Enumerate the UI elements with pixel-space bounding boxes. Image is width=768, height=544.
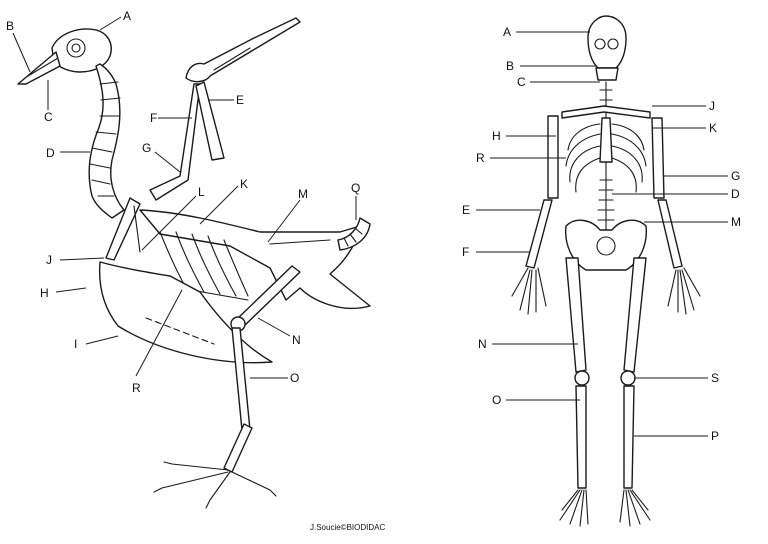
human-label-k: K (709, 121, 717, 135)
human-label-f: F (462, 245, 469, 259)
bird-label-m: M (298, 187, 308, 201)
human-label-h: H (492, 129, 501, 143)
human-skeleton (511, 15, 701, 527)
bird-label-c: C (44, 110, 53, 124)
bird-label-i: I (74, 337, 77, 351)
bird-label-k: K (240, 177, 248, 191)
human-label-e: E (462, 203, 470, 217)
bird-skeleton (17, 17, 371, 509)
human-labels: A B C D E F G H J K M N O P R S (462, 25, 741, 443)
human-label-a: A (503, 25, 511, 39)
human-label-g: G (731, 169, 740, 183)
bird-label-b: B (6, 19, 14, 33)
bird-label-h: H (40, 286, 49, 300)
human-label-d: D (731, 187, 740, 201)
bird-label-j: J (46, 253, 52, 267)
bird-label-l: L (198, 185, 205, 199)
human-label-b: B (506, 59, 514, 73)
human-label-p: P (711, 429, 719, 443)
bird-label-a: A (123, 9, 131, 23)
bird-label-g: G (142, 141, 151, 155)
bird-label-q: Q (351, 181, 360, 195)
human-label-s: S (711, 371, 719, 385)
credit-text: J.Soucie©BIODIDAC (310, 523, 385, 532)
human-label-n: N (478, 337, 487, 351)
bird-label-f: F (150, 111, 157, 125)
bird-label-e: E (236, 93, 244, 107)
bird-label-d: D (46, 146, 55, 160)
bird-label-n: N (292, 333, 301, 347)
bird-label-o: O (290, 371, 299, 385)
bird-labels: A B C D E F G H I J K L M N O Q R (6, 9, 360, 395)
bird-label-r: R (132, 381, 141, 395)
human-label-j: J (709, 99, 715, 113)
human-label-m: M (731, 215, 741, 229)
human-label-c: C (517, 75, 526, 89)
human-label-o: O (492, 393, 501, 407)
human-label-r: R (476, 151, 485, 165)
